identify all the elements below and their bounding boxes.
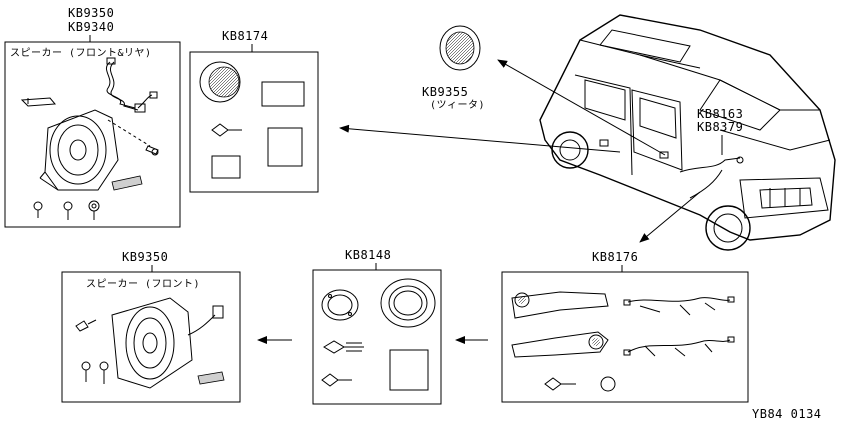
kit-box bbox=[312, 269, 442, 405]
kit-speaker-front: KB9350 スピーカー (フロント) bbox=[61, 250, 241, 403]
wire-harness-2 bbox=[623, 336, 735, 357]
diagram-code: YB84 0134 bbox=[752, 407, 822, 421]
screw-part bbox=[145, 145, 159, 156]
kit-code-kb9350: KB9350 bbox=[68, 6, 114, 20]
speaker-part bbox=[111, 297, 224, 389]
kit-code-kb9340: KB9340 bbox=[68, 20, 114, 34]
sheet-part bbox=[261, 81, 305, 107]
harness-part bbox=[105, 57, 158, 113]
kit-description: スピーカー (フロント) bbox=[86, 278, 200, 290]
kit-box bbox=[501, 271, 749, 403]
screw-part bbox=[323, 340, 364, 354]
screw-part bbox=[211, 123, 242, 137]
kit-speaker-front-rear: KB9350 KB9340 スピーカー (フロント&リヤ) bbox=[4, 6, 181, 228]
adapter-ring-large bbox=[380, 278, 436, 328]
screws-row bbox=[33, 200, 100, 220]
arrow-to-tweeter bbox=[497, 59, 666, 156]
screw-part bbox=[75, 319, 97, 332]
kit-box bbox=[189, 51, 319, 193]
pad-small-part bbox=[211, 155, 241, 179]
screws-row bbox=[81, 361, 109, 384]
pad-part bbox=[111, 175, 143, 191]
kit-code: KB9355 bbox=[422, 85, 468, 99]
grille-part bbox=[199, 61, 241, 103]
bolt-part bbox=[321, 373, 352, 387]
kit-description: (ツィータ) bbox=[430, 99, 485, 111]
arrow-to-kb8174 bbox=[339, 124, 621, 153]
kit-code: KB8176 bbox=[592, 250, 638, 264]
screw-part bbox=[544, 377, 576, 391]
pad-part bbox=[267, 127, 303, 167]
grommet-part bbox=[600, 376, 616, 392]
vehicle-illustration bbox=[539, 14, 836, 251]
kit-kb8148: KB8148 bbox=[312, 248, 442, 405]
kit-box bbox=[61, 271, 241, 403]
arrow-to-kb8176 bbox=[639, 191, 701, 243]
kit-code: KB9350 bbox=[122, 250, 168, 264]
kit-code: KB8174 bbox=[222, 29, 268, 43]
kit-kb8176: KB8176 bbox=[501, 250, 749, 403]
wire-harness-1 bbox=[623, 296, 735, 316]
pad-part bbox=[197, 371, 225, 385]
harness-code-kb8379: KB8379 bbox=[697, 120, 743, 134]
kit-kb8174: KB8174 bbox=[189, 29, 319, 193]
tweeter-kb9355: KB9355 (ツィータ) bbox=[422, 25, 485, 111]
door-trim-part-2 bbox=[511, 331, 609, 358]
speaker-part bbox=[39, 109, 119, 191]
kit-description: スピーカー (フロント&リヤ) bbox=[10, 47, 152, 59]
adapter-ring-small bbox=[321, 289, 359, 321]
harness-code-kb8163: KB8163 bbox=[697, 107, 743, 121]
pad-part bbox=[389, 349, 429, 391]
kit-box bbox=[4, 41, 181, 228]
door-trim-part bbox=[511, 291, 609, 319]
clip-part bbox=[20, 97, 57, 107]
kit-code: KB8148 bbox=[345, 248, 391, 262]
